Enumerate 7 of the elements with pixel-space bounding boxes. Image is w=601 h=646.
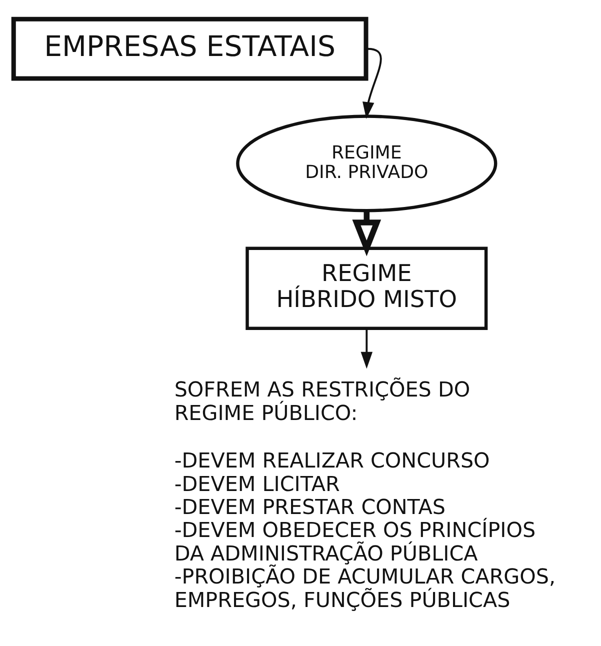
node-box: EMPRESAS ESTATAIS (11, 16, 368, 80)
node-ellipse: REGIME DIR. PRIVADO (236, 114, 498, 212)
node-box: REGIME HÍBRIDO MISTO (246, 246, 488, 330)
arrow (352, 210, 382, 256)
arrow (362, 47, 382, 118)
node-text: SOFREM AS RESTRIÇÕES DO REGIME PÚBLICO: -DEVEM REALIZAR CONCURSO -DEVEM LICITAR -DEVEM PRESTAR CONTAS -DEVEM OBEDECER OS PRINCÍPIOS DA ADMINISTRAÇÃO PÚBLICA -PROIBIÇÃO DE ACUMULAR CARGOS, EMPREGOS, FUNÇÕES PÚBLICAS (174, 377, 556, 612)
arrow (360, 328, 373, 368)
